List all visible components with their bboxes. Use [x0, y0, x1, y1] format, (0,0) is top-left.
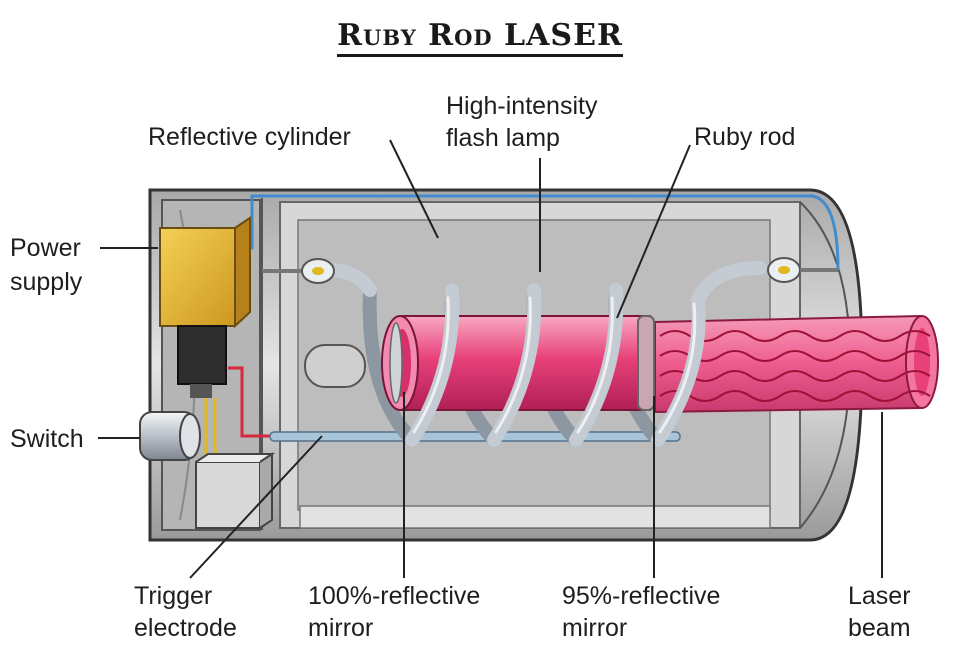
- trigger-electrode: [195, 452, 276, 529]
- label-flash-lamp-line2: flash lamp: [446, 124, 560, 152]
- label-mirror95-line2: mirror: [562, 614, 628, 642]
- label-mirror100-line1: 100%-reflective: [308, 582, 481, 610]
- mirror-95: [637, 315, 655, 411]
- label-mirror95-line1: 95%-reflective: [562, 582, 721, 610]
- mirror-100: [389, 322, 403, 404]
- label-laser-beam-line2: beam: [848, 614, 911, 642]
- lamp-electrode-right: [767, 257, 838, 283]
- switch: [139, 411, 201, 461]
- power-supply: [159, 216, 251, 398]
- label-laser-beam-line1: Laser: [848, 582, 911, 610]
- label-power-supply-line1: Power: [10, 234, 81, 262]
- blue-wire: [245, 194, 840, 271]
- label-flash-lamp-line1: High-intensity: [446, 92, 598, 120]
- label-mirror100-line2: mirror: [308, 614, 374, 642]
- trigger-rod: [269, 431, 681, 442]
- label-ruby-rod: Ruby rod: [694, 123, 796, 151]
- label-trigger-line1: Trigger: [134, 582, 213, 610]
- flash-lamp-coil-front: [323, 261, 767, 447]
- leader-lines: [98, 139, 883, 579]
- label-trigger-line2: electrode: [134, 614, 237, 642]
- coil-highlights: [412, 296, 697, 434]
- red-wire: [228, 366, 270, 438]
- diagram-title: Ruby Rod LASER: [0, 18, 960, 57]
- label-power-supply-line2: supply: [10, 268, 83, 296]
- label-switch: Switch: [10, 425, 84, 453]
- label-reflective-cylinder: Reflective cylinder: [148, 123, 351, 151]
- laser-wave-lines: [659, 330, 931, 402]
- lamp-electrode-left: [262, 258, 335, 284]
